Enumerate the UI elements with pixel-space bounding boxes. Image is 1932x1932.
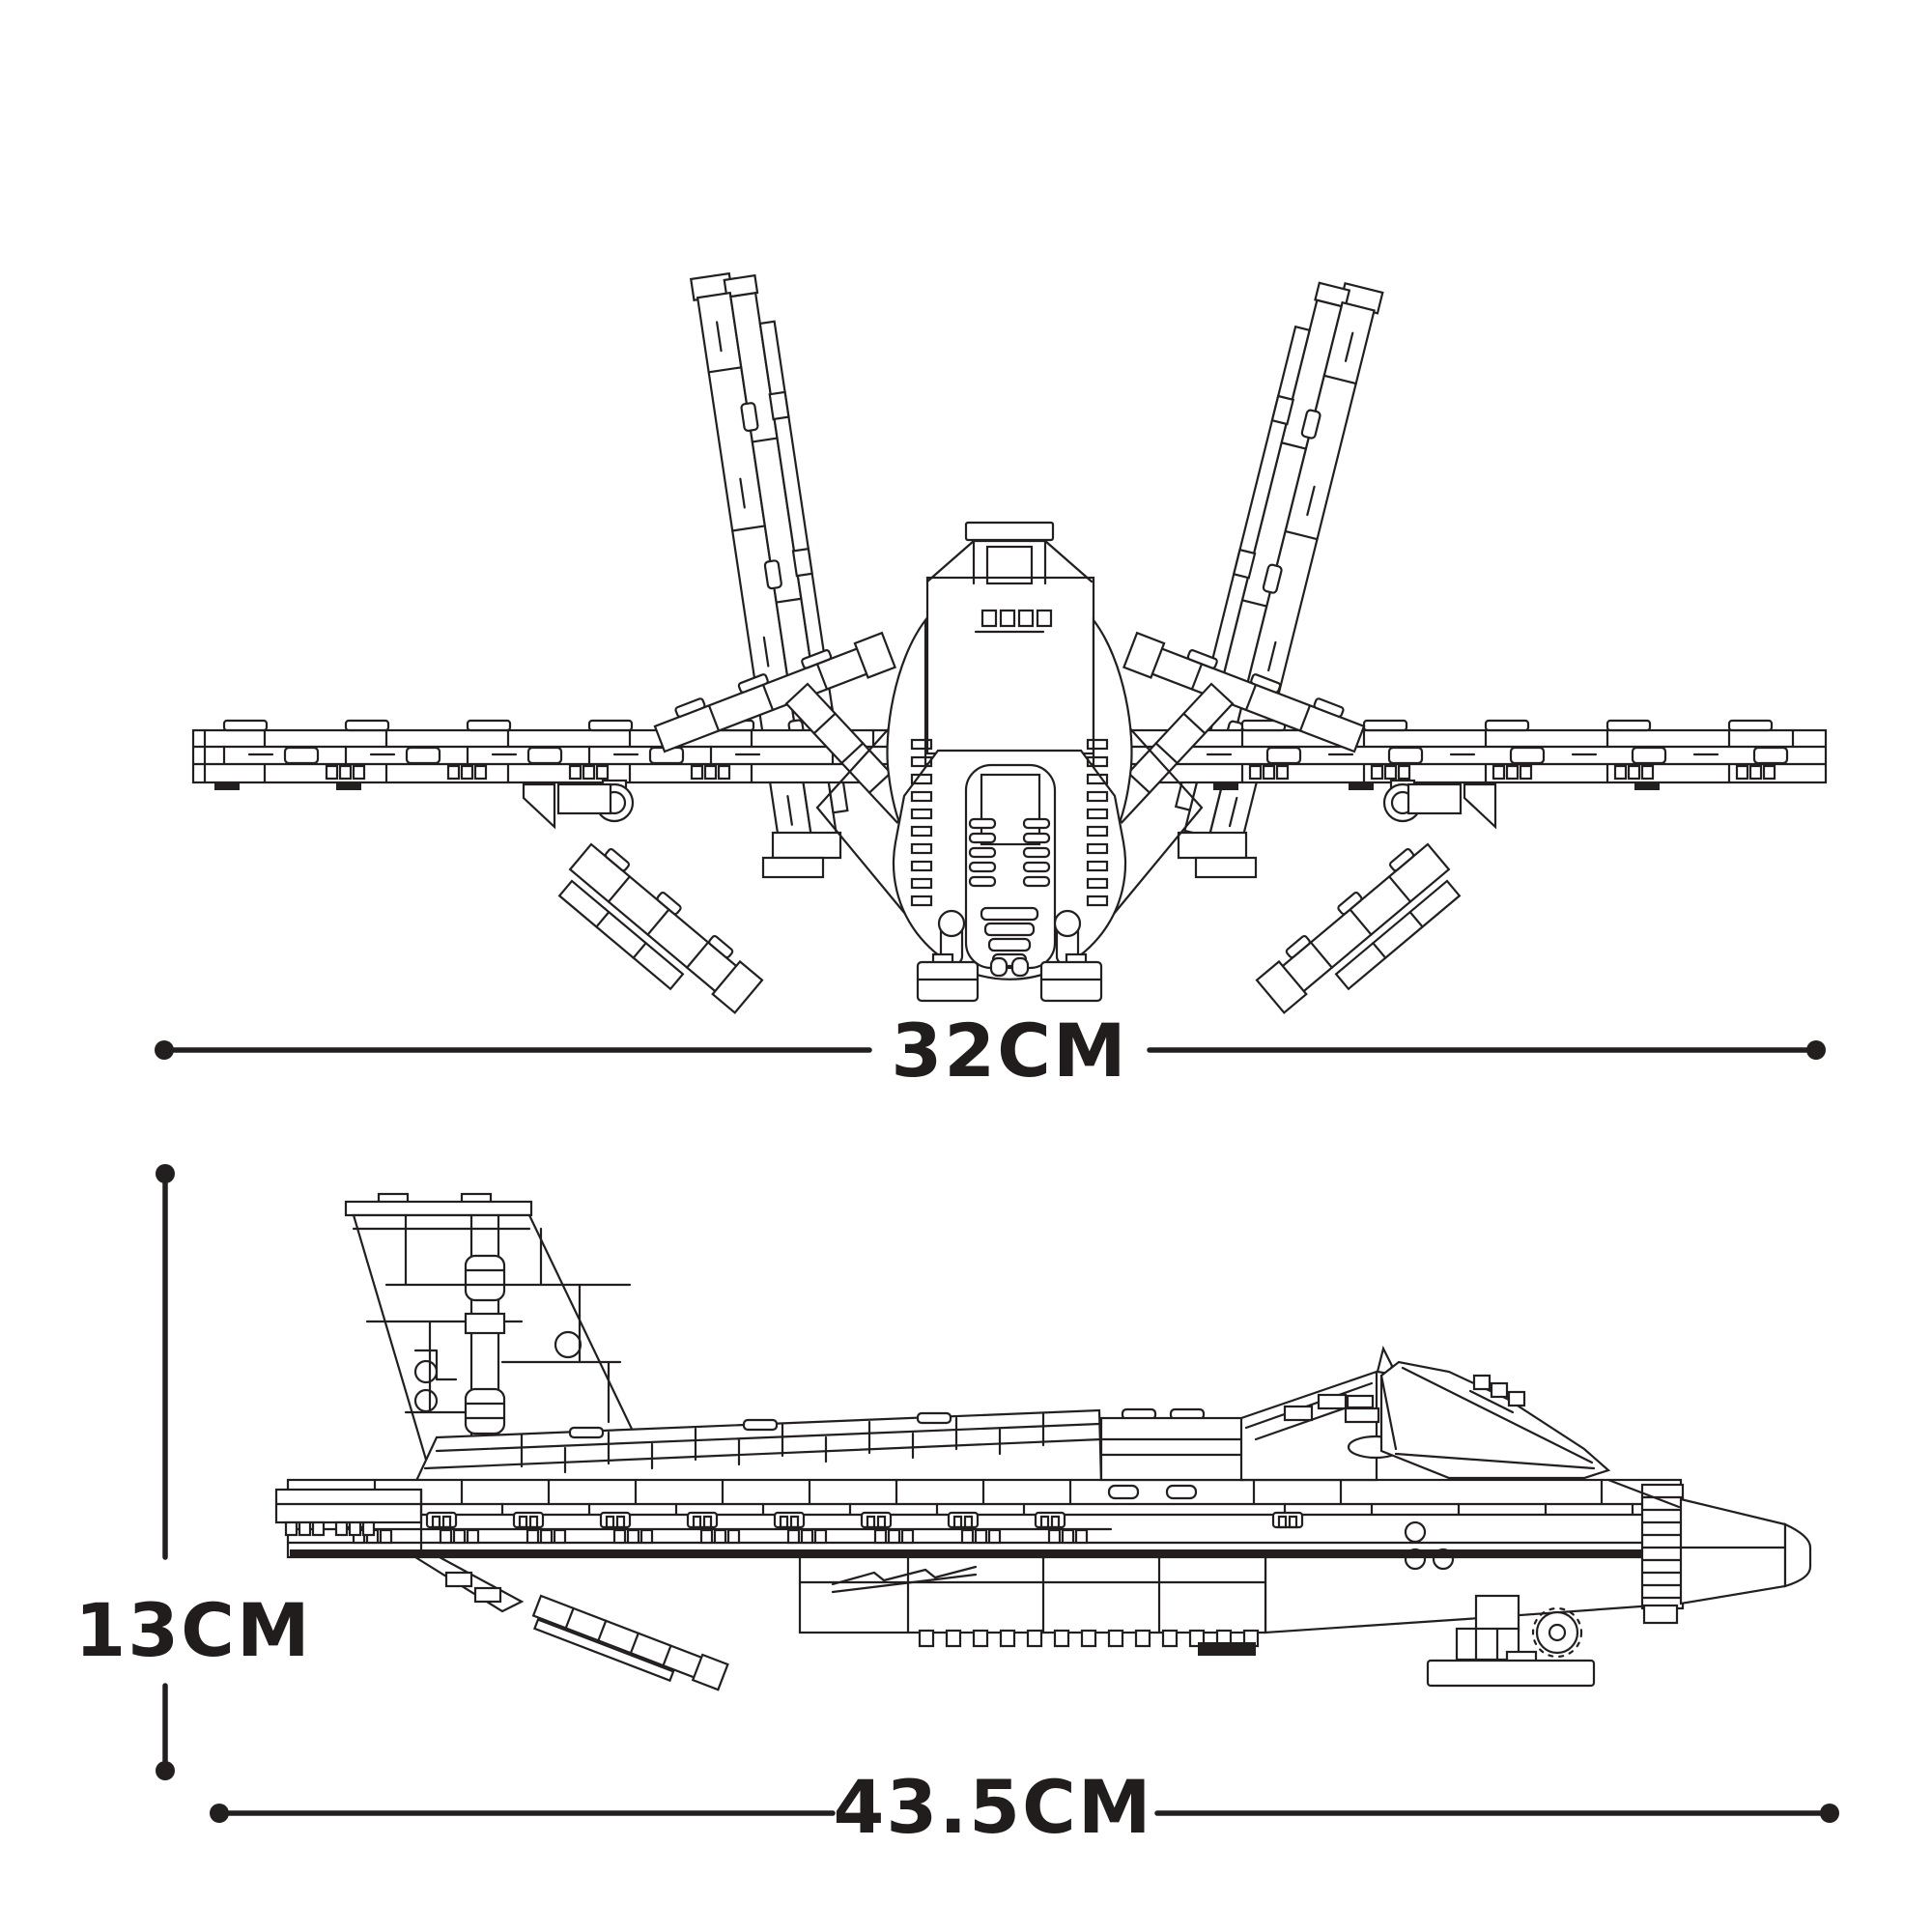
side-nose [1606,1478,1812,1625]
side-canopy [1344,1345,1611,1480]
front-fuselage [815,521,1204,1003]
length-label: 43.5CM [834,1764,1153,1850]
dim-dot [1820,1804,1839,1823]
front-landing-gear [916,909,1103,1003]
side-ventral-strake [531,1594,729,1691]
side-fuselage-band [286,1478,1683,1559]
side-landing-gear [1198,1594,1596,1688]
side-under-hull [412,1555,1683,1691]
dim-dot [1806,1040,1826,1060]
front-view-drawing [191,267,1828,1014]
side-spine [413,1408,1103,1485]
side-deck-box [1099,1407,1246,1500]
height-dimension: 13CM [74,1164,311,1780]
side-view-drawing [274,1192,1812,1691]
front-canopy-cap [964,521,1055,542]
wingspan-dimension: 32CM [155,1008,1826,1094]
dim-dot [210,1804,229,1823]
dim-dot [156,1761,175,1780]
front-nozzle-stack [980,906,1039,968]
length-dimension: 43.5CM [210,1764,1839,1850]
wingspan-label: 32CM [891,1008,1127,1094]
dim-dot [156,1164,175,1183]
dim-dot [155,1040,174,1060]
height-label: 13CM [74,1587,311,1673]
side-stabilizer [274,1488,423,1559]
